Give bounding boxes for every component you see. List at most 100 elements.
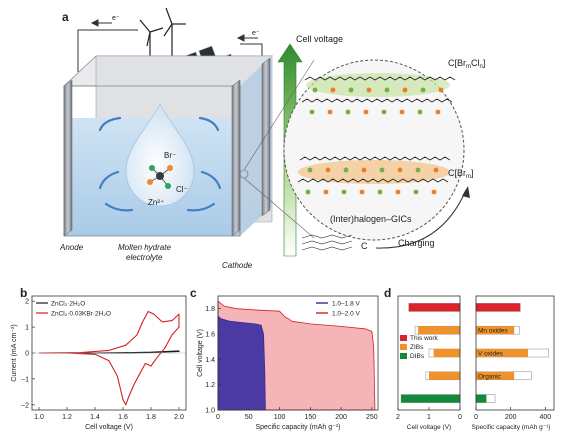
x-tick-label: 250 bbox=[366, 414, 378, 421]
voltage-bar bbox=[401, 394, 460, 403]
x-tick-label: 1.4 bbox=[90, 414, 100, 421]
y-tick-label: 1 bbox=[25, 325, 29, 332]
voltage-x-tick-label: 1 bbox=[427, 414, 431, 421]
intercalant-atom bbox=[415, 167, 421, 173]
x-tick-label: 150 bbox=[304, 414, 316, 421]
x-tick-label: 100 bbox=[274, 414, 286, 421]
y-axis-label: Current (mA cm⁻²) bbox=[11, 324, 18, 381]
voltage-bar bbox=[418, 326, 460, 335]
legend-label-2: DIBs bbox=[410, 353, 425, 360]
voltage-bar bbox=[433, 349, 460, 357]
wind-turbine-icon bbox=[139, 7, 186, 64]
x-tick-label: 2.0 bbox=[174, 414, 184, 421]
gic-label: (Inter)halogen–GICs bbox=[330, 214, 412, 224]
intercalant-atom bbox=[327, 109, 333, 115]
intercalant-atom bbox=[399, 109, 405, 115]
x-tick-label: 50 bbox=[245, 414, 253, 421]
graphite-icon bbox=[301, 234, 353, 251]
bar-category-label: Mn oxides bbox=[478, 328, 508, 335]
capacity-frame bbox=[475, 295, 555, 411]
intercalant-atom bbox=[366, 87, 372, 93]
capacity-x-tick-label: 200 bbox=[505, 414, 517, 421]
panel-c-label: c bbox=[190, 286, 197, 300]
series-line-1 bbox=[38, 310, 180, 406]
state-carbon-label: C bbox=[361, 241, 368, 251]
capacity-bar bbox=[476, 371, 515, 380]
voltage-bar bbox=[408, 303, 460, 312]
graphene-sheet bbox=[299, 156, 451, 161]
intercalant-atom bbox=[312, 87, 318, 93]
voltage-bar bbox=[429, 371, 460, 380]
intercalant-atom bbox=[395, 189, 401, 195]
intercalant-atom bbox=[325, 167, 331, 173]
electrolyte-label-line2: electrolyte bbox=[126, 253, 163, 262]
x-axis-label: Specific capacity (mAh g⁻¹) bbox=[256, 424, 341, 431]
state-br-label: C[Brm] bbox=[448, 168, 474, 180]
y-tick-label: 1.8 bbox=[205, 306, 215, 313]
intercalant-atom bbox=[361, 167, 367, 173]
capacity-x-tick-label: 400 bbox=[539, 414, 551, 421]
y-tick-label: −2 bbox=[21, 402, 29, 409]
intercalant-atom bbox=[305, 189, 311, 195]
intercalant-atom bbox=[345, 109, 351, 115]
cell-voltage-label: Cell voltage bbox=[296, 34, 343, 44]
anode-plate bbox=[63, 79, 73, 237]
intercalant-atom bbox=[417, 109, 423, 115]
y-tick-label: 1.6 bbox=[205, 332, 215, 339]
intercalant-atom bbox=[431, 189, 437, 195]
panel-a-label: a bbox=[62, 10, 69, 24]
x-tick-label: 200 bbox=[335, 414, 347, 421]
x-tick-label: 1.8 bbox=[146, 414, 156, 421]
y-tick-label: 1.4 bbox=[205, 357, 215, 364]
intercalant-atom bbox=[379, 167, 385, 173]
capacity-x-tick-label: 0 bbox=[474, 414, 478, 421]
intercalant-atom bbox=[323, 189, 329, 195]
hydrate-droplet bbox=[125, 103, 195, 207]
convection-arrows bbox=[98, 116, 222, 212]
graphene-sheet bbox=[301, 98, 453, 103]
capacity-bar bbox=[476, 349, 528, 357]
intercalant-atom bbox=[307, 167, 313, 173]
legend-label-1: 1.0–1.8 V bbox=[332, 301, 360, 308]
intercalant-atom bbox=[413, 189, 419, 195]
plot-frame bbox=[217, 295, 379, 411]
anode-label: Anode bbox=[59, 243, 84, 252]
x-tick-label: 1.0 bbox=[34, 414, 44, 421]
y-axis-label: Cell voltage (V) bbox=[197, 329, 204, 377]
intercalant-atom bbox=[433, 167, 439, 173]
x-tick-label: 1.2 bbox=[62, 414, 72, 421]
intercalant-atom bbox=[359, 189, 365, 195]
zoom-indicator bbox=[239, 59, 315, 239]
state-br-cl-label: C[BrmCln] bbox=[448, 58, 485, 70]
intercalant-atom bbox=[384, 87, 390, 93]
series-area-1 bbox=[217, 315, 266, 411]
intercalant-atom bbox=[330, 87, 336, 93]
intercalant-atom bbox=[341, 189, 347, 195]
chloride-ion-label: Cl⁻ bbox=[176, 185, 188, 194]
intercalant-atom bbox=[343, 167, 349, 173]
capacity-bar bbox=[476, 394, 487, 403]
legend-swatch-0 bbox=[400, 335, 407, 341]
panel-d-label: d bbox=[384, 286, 391, 300]
electrolyte-label-line1: Molten hydrate bbox=[118, 243, 171, 252]
legend-label-1: ZnCl₂·0.03KBr·2H₂O bbox=[51, 311, 111, 318]
intercalant-atom bbox=[397, 167, 403, 173]
voltage-x-tick-label: 0 bbox=[458, 414, 462, 421]
legend-label-1: ZIBs bbox=[410, 344, 424, 351]
charging-label: Charging bbox=[398, 238, 435, 248]
cathode-label: Cathode bbox=[222, 261, 253, 270]
capacity-axis-label: Specific capacity (mAh g⁻¹) bbox=[472, 424, 551, 431]
voltage-x-tick-label: 2 bbox=[396, 414, 400, 421]
capacity-bar bbox=[476, 326, 515, 335]
bar-category-label: V oxides bbox=[478, 351, 504, 358]
intercalant-atom bbox=[309, 109, 315, 115]
intercalant-atom bbox=[348, 87, 354, 93]
intercalant-atom bbox=[420, 87, 426, 93]
zinc-ion-label: Zn²⁺ bbox=[148, 198, 164, 207]
graphene-sheet bbox=[297, 178, 449, 183]
